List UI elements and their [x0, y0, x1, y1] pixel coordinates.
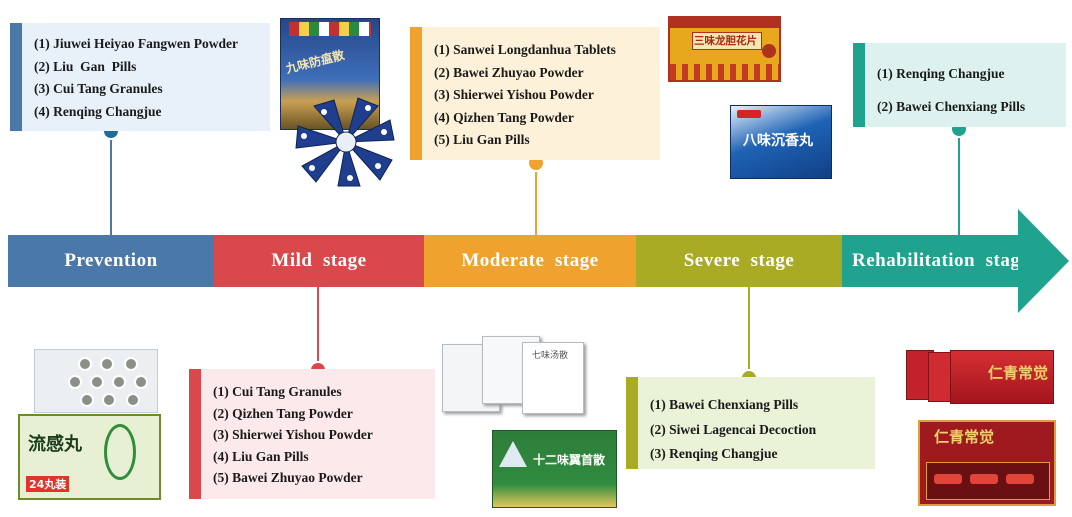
- liugan-swirl-icon: [104, 424, 136, 480]
- jiuwei-stripes: [289, 22, 371, 36]
- stage-label: Rehabilitation stage: [852, 250, 1030, 271]
- sanwei-emblem-icon: [762, 44, 776, 58]
- connector-severe: [748, 287, 750, 377]
- renqing-vial: [1006, 474, 1034, 484]
- stage-label: Moderate stage: [461, 250, 599, 271]
- medicine-list: (1) Jiuwei Heiyao Fangwen Powder (2) Liu…: [34, 33, 258, 123]
- connector-mild: [317, 287, 319, 369]
- box-accent-bar: [626, 377, 638, 469]
- qizhen-packet-label: 七味汤散: [532, 351, 569, 361]
- jiuwei-sachets: [295, 97, 395, 187]
- connector-rehabilitation: [958, 136, 960, 236]
- stage-label: Mild stage: [271, 250, 367, 271]
- list-item: (1) Cui Tang Granules: [213, 384, 342, 399]
- stage-label: Severe stage: [683, 250, 795, 271]
- list-item: (2) Qizhen Tang Powder: [213, 405, 353, 421]
- sanwei-bottom-pattern: [670, 64, 779, 80]
- moderate-medicines: (1) Sanwei Longdanhua Tablets (2) Bawei …: [410, 27, 660, 160]
- medicine-list: (1) Cui Tang Granules (2) Qizhen Tang Po…: [213, 381, 423, 489]
- medicine-list: (1) Sanwei Longdanhua Tablets (2) Bawei …: [434, 39, 648, 152]
- shierwei-product-image: 十二味翼首散: [492, 430, 617, 508]
- stage-rehabilitation: Rehabilitation stage: [842, 235, 1032, 287]
- arrow-head-shape: [1018, 209, 1069, 313]
- renqing-large-box: [950, 350, 1054, 404]
- bawei-box-label: 八味沉香丸: [743, 133, 813, 149]
- box-accent-bar: [410, 27, 422, 160]
- stage-mild: Mild stage: [214, 235, 424, 287]
- liugan-count-badge: 24丸装: [26, 476, 70, 492]
- qizhen-product-image: 七味汤散: [442, 334, 590, 416]
- renqing-vial: [934, 474, 962, 484]
- powder-packet: [522, 342, 584, 414]
- rehabilitation-medicines: (1) Renqing Changjue (2) Bawei Chenxiang…: [853, 43, 1066, 127]
- list-item: (2) Bawei Chenxiang Pills: [877, 99, 1026, 114]
- box-accent-bar: [189, 369, 201, 499]
- list-item: (2) Siwei Lagencai Decoction: [650, 421, 817, 437]
- blister-pack-image: [34, 349, 158, 413]
- list-item: (4) Renqing Changjue: [34, 103, 162, 119]
- medicine-list: (1) Bawei Chenxiang Pills (2) Siwei Lage…: [650, 393, 863, 467]
- stage-prevention: Prevention: [8, 235, 214, 287]
- bawei-logo-icon: [737, 110, 761, 118]
- box-accent-bar: [853, 43, 865, 127]
- list-item: (3) Shierwei Yishou Powder: [434, 87, 594, 102]
- arrow-head: [1018, 209, 1069, 313]
- sanwei-box-label: 三味龙胆花片: [694, 35, 757, 47]
- list-item: (5) Bawei Zhuyao Powder: [213, 470, 363, 485]
- list-item: (3) Cui Tang Granules: [34, 81, 163, 96]
- list-item: (1) Jiuwei Heiyao Fangwen Powder: [34, 36, 238, 51]
- mild-medicines: (1) Cui Tang Granules (2) Qizhen Tang Po…: [189, 369, 435, 499]
- list-item: (4) Liu Gan Pills: [213, 448, 309, 464]
- renqing-box-label: 仁青常觉: [988, 364, 1049, 382]
- list-item: (2) Bawei Zhuyao Powder: [434, 64, 584, 80]
- severe-medicines: (1) Bawei Chenxiang Pills (2) Siwei Lage…: [626, 377, 875, 469]
- list-item: (4) Qizhen Tang Powder: [434, 109, 574, 125]
- list-item: (3) Renqing Changjue: [650, 446, 778, 461]
- list-item: (5) Liu Gan Pills: [434, 132, 530, 147]
- sanwei-top-band: [670, 18, 779, 28]
- renqing-product-image: 仁青常觉: [906, 350, 1054, 404]
- connector-moderate: [535, 170, 537, 236]
- sanwei-label-panel: [692, 32, 762, 50]
- connector-prevention: [110, 140, 112, 236]
- list-item: (2) Liu Gan Pills: [34, 58, 137, 74]
- list-item: (3) Shierwei Yishou Powder: [213, 427, 373, 442]
- prevention-medicines: (1) Jiuwei Heiyao Fangwen Powder (2) Liu…: [10, 23, 270, 131]
- renqing-gift-box-image: 仁青常觉: [918, 420, 1056, 506]
- blister-pills: [68, 357, 148, 407]
- medicine-list: (1) Renqing Changjue (2) Bawei Chenxiang…: [877, 57, 1054, 123]
- stage-severe: Severe stage: [636, 235, 842, 287]
- list-item: (1) Renqing Changjue: [877, 66, 1005, 81]
- list-item: (1) Sanwei Longdanhua Tablets: [434, 42, 616, 57]
- list-item: (1) Bawei Chenxiang Pills: [650, 397, 799, 412]
- liugan-product-image: 流感丸 24丸装: [18, 414, 161, 500]
- renqing-gift-label: 仁青常觉: [934, 428, 995, 446]
- liugan-box-label: 流感丸: [28, 434, 82, 455]
- box-accent-bar: [10, 23, 22, 131]
- renqing-vial: [970, 474, 998, 484]
- stage-label: Prevention: [64, 250, 158, 271]
- shierwei-box-label: 十二味翼首散: [533, 453, 606, 467]
- bawei-chenxiang-product-image: 八味沉香丸: [730, 105, 832, 179]
- jiuwei-box-label: 九味防瘟散: [284, 47, 346, 77]
- jiuwei-product-image: 九味防瘟散: [280, 18, 398, 188]
- stage-moderate: Moderate stage: [424, 235, 636, 287]
- sanwei-product-image: 三味龙胆花片: [668, 16, 781, 82]
- shierwei-mountain-icon: [499, 441, 527, 467]
